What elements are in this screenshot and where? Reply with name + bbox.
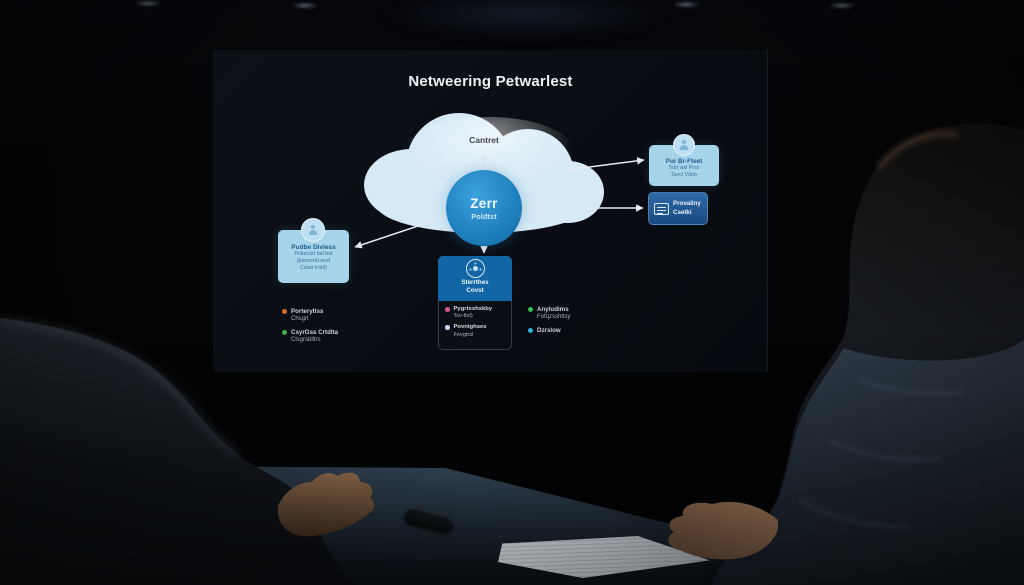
left-person-silhouette xyxy=(0,318,356,585)
left-person-hand xyxy=(277,472,375,537)
